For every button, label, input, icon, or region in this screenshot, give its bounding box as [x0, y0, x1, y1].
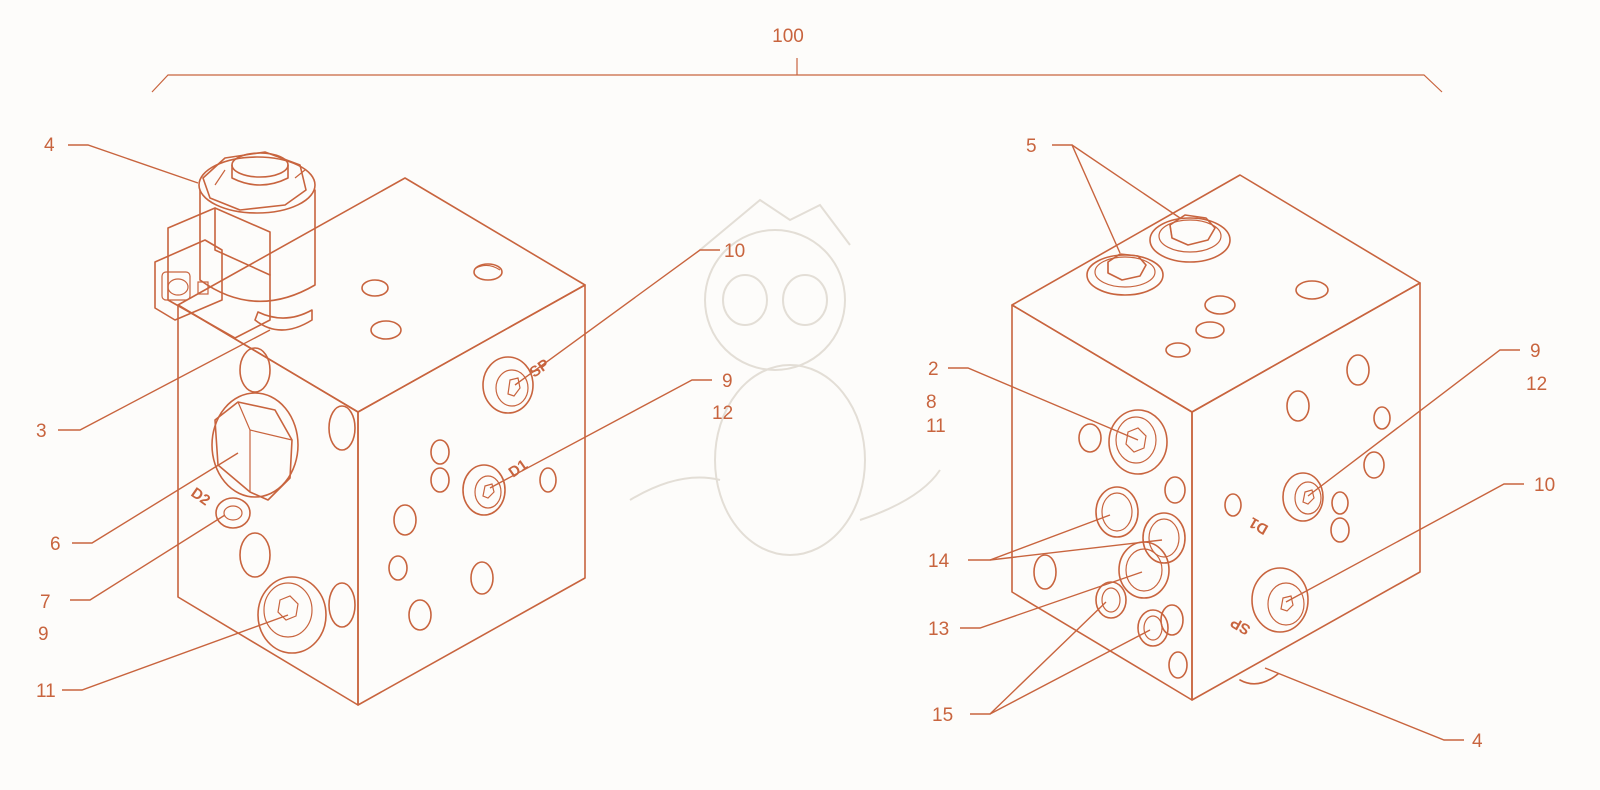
label-9b-left: 9 [38, 624, 49, 645]
label-9-left: 9 [722, 371, 733, 392]
reference-bracket: 100 [151, 26, 1443, 93]
label-10-right: 10 [1534, 475, 1555, 496]
left-leader-lines [58, 144, 720, 691]
label-6-left: 6 [50, 534, 61, 555]
reference-label: 100 [772, 26, 804, 47]
label-13-right: 13 [928, 619, 949, 640]
top-hex-plugs [1086, 214, 1231, 296]
label-11-left: 11 [36, 681, 56, 702]
label-12-right: 12 [1526, 374, 1547, 395]
label-9-right: 9 [1530, 341, 1541, 362]
solenoid-coil [154, 151, 316, 339]
label-8-right: 8 [926, 392, 937, 413]
label-2-right: 2 [928, 359, 939, 380]
label-4-right: 4 [1472, 731, 1483, 752]
label-14-right: 14 [928, 551, 950, 572]
port-marking-d2: D2 [188, 484, 213, 509]
label-5-right: 5 [1026, 136, 1037, 157]
left-valve-block: D2 SP D1 [154, 151, 586, 706]
label-10-left: 10 [724, 241, 745, 262]
left-reference-numerals: 4 3 10 9 12 6 7 9 11 [36, 135, 745, 702]
port-marking-d1-right: D1 [1246, 513, 1271, 537]
label-3-left: 3 [36, 421, 47, 442]
right-reference-numerals: 5 2 8 11 9 12 10 14 13 15 4 [926, 136, 1555, 752]
right-valve-block: D1 SP [1011, 174, 1421, 701]
label-4-left: 4 [44, 135, 55, 156]
right-leader-lines [948, 144, 1524, 741]
port-marking-sp-right: SP [1228, 613, 1254, 638]
label-11-right: 11 [926, 416, 946, 437]
watermark-illustration [629, 198, 941, 556]
label-15-right: 15 [932, 705, 953, 726]
label-12-left: 12 [712, 403, 733, 424]
label-7-left: 7 [40, 592, 51, 613]
